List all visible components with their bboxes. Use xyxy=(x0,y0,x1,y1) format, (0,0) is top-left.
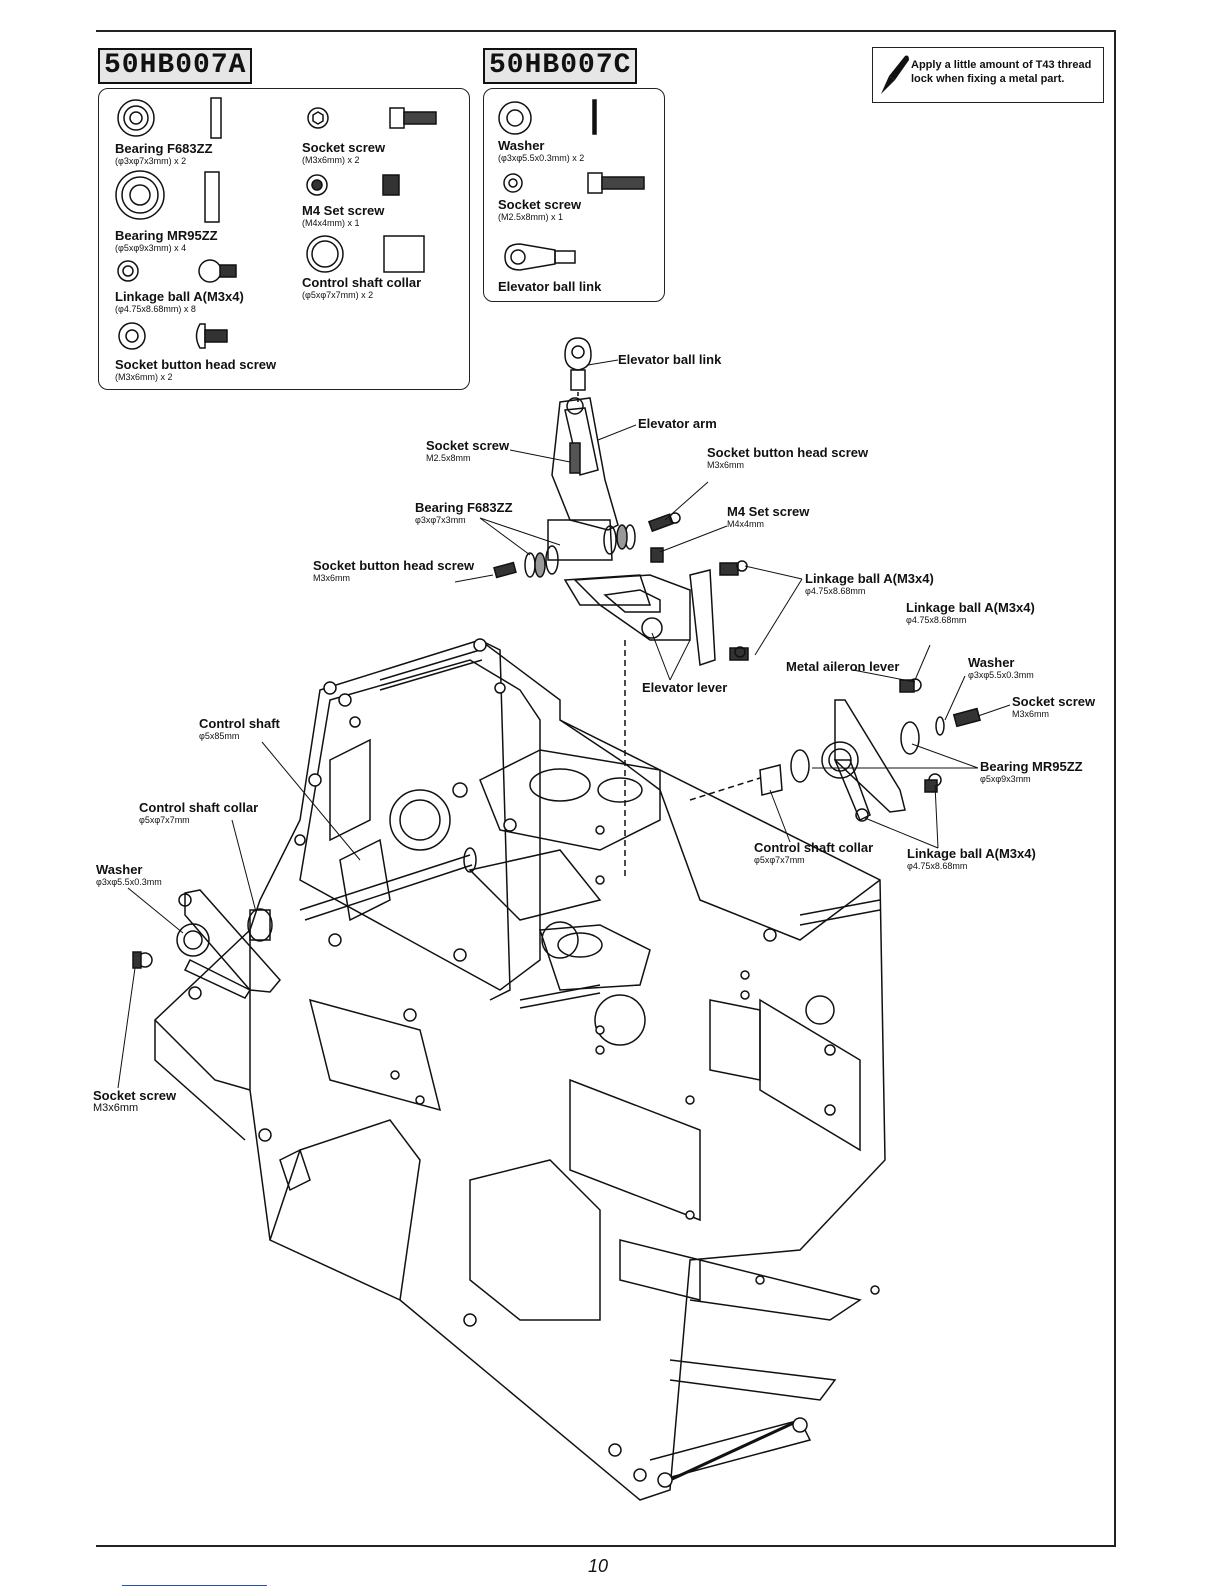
kit-a-part-spec: (φ3xφ7x3mm) x 2 xyxy=(115,156,187,166)
center-block xyxy=(479,749,661,991)
kit-a-part-spec: (M3x6mm) x 2 xyxy=(302,155,360,165)
callout-label: M4 Set screw xyxy=(727,504,810,519)
kit-c-part-name: Washer xyxy=(498,138,545,153)
kit-a-part-name: Socket screw xyxy=(302,140,386,155)
callout-label: Control shaft collar xyxy=(754,840,874,855)
top-rule xyxy=(96,30,1116,32)
kit-code-c: 50HB007C xyxy=(483,48,638,84)
callout-label: Washer xyxy=(96,862,143,877)
right-rule xyxy=(1114,30,1116,1545)
callout-spec: M3x6mm xyxy=(1012,709,1050,719)
left-aileron-lever-part xyxy=(132,889,281,1000)
callout-spec: M3x6mm xyxy=(313,573,351,583)
linkage-ball-icon xyxy=(117,259,237,283)
callout-label: Elevator ball link xyxy=(618,352,722,367)
elevator-ball-link-part xyxy=(564,337,592,391)
callout-spec: φ4.75x8.68mm xyxy=(906,615,967,625)
callout-label: Linkage ball A(M3x4) xyxy=(906,600,1035,615)
callout-label: Linkage ball A(M3x4) xyxy=(907,846,1036,861)
kit-a-part-name: Socket button head screw xyxy=(115,357,277,372)
note-text: Apply a little amount of T43 thread lock… xyxy=(911,59,1092,85)
callout-spec: φ5xφ7x7mm xyxy=(139,815,190,825)
callout-label: Socket screw xyxy=(1012,694,1096,709)
callout-label: Elevator arm xyxy=(638,416,717,431)
kit-a-part-spec: (M4x4mm) x 1 xyxy=(302,218,360,228)
callout-spec: φ3xφ5.5x0.3mm xyxy=(96,877,162,887)
kit-a-part-spec: (φ5xφ9x3mm) x 4 xyxy=(115,243,187,253)
kit-a-part-spec: (M3x6mm) x 2 xyxy=(115,372,173,382)
dropper-icon xyxy=(881,55,909,94)
main-frame xyxy=(154,639,886,1501)
callout-label: Bearing F683ZZ xyxy=(415,500,513,515)
kit-a-part-name: Bearing F683ZZ xyxy=(115,141,213,156)
kit-code-a: 50HB007A xyxy=(98,48,253,84)
kit-a-box xyxy=(98,88,470,390)
bearing-f683zz-icon xyxy=(117,97,222,139)
control-shaft-collar-icon xyxy=(306,235,425,273)
kit-a-part-name: Control shaft collar xyxy=(302,275,422,290)
metal-aileron-lever-part xyxy=(821,678,942,822)
callout-label: Control shaft xyxy=(199,716,280,731)
kit-a-part-spec: (φ5xφ7x7mm) x 2 xyxy=(302,290,374,300)
thread-lock-note: Apply a little amount of T43 thread lock… xyxy=(872,47,1104,103)
kit-a-part-name: Bearing MR95ZZ xyxy=(115,228,218,243)
control-shaft-part xyxy=(299,649,881,1009)
callout-label: Bearing MR95ZZ xyxy=(980,759,1083,774)
socket-screw-m2-5x8-icon xyxy=(503,172,645,194)
kit-c-box xyxy=(483,88,665,302)
callout-spec: φ3xφ5.5x0.3mm xyxy=(968,670,1034,680)
page-number: 10 xyxy=(588,1556,609,1576)
kit-c-part-spec: (M2.5x8mm) x 1 xyxy=(498,212,564,222)
socket-button-head-screw-icon xyxy=(118,322,228,350)
callout-label: Socket button head screw xyxy=(707,445,869,460)
callout-spec: φ5xφ7x7mm xyxy=(754,855,805,865)
set-screw-icon xyxy=(306,174,400,196)
callout-spec: M4x4mm xyxy=(727,519,765,529)
kit-c-part-spec: (φ3xφ5.5x0.3mm) x 2 xyxy=(498,153,585,163)
callout-label: Linkage ball A(M3x4) xyxy=(805,571,934,586)
callout-spec: φ3xφ7x3mm xyxy=(415,515,466,525)
callout-label: Socket button head screw xyxy=(313,558,475,573)
callout-spec: φ5xφ9x3mm xyxy=(980,774,1031,784)
callout-spec: φ5x85mm xyxy=(199,731,240,741)
bottom-rule xyxy=(96,1545,1116,1547)
callout-spec: φ4.75x8.68mm xyxy=(805,586,866,596)
callout-label: Elevator lever xyxy=(642,680,728,695)
callout-spec: φ4.75x8.68mm xyxy=(907,861,968,871)
elevator-ball-link-icon xyxy=(504,243,576,271)
elevator-lever-part xyxy=(573,560,749,667)
kit-c-part-name: Socket screw xyxy=(498,197,582,212)
callout-label: Socket screw xyxy=(426,438,510,453)
callout-label: Socket screw xyxy=(93,1088,177,1103)
bearing-mr95zz-icon xyxy=(115,170,220,223)
callout-label: Metal aileron lever xyxy=(786,659,900,674)
washer-icon xyxy=(498,99,597,135)
kit-a-part-name: Linkage ball A(M3x4) xyxy=(115,289,244,304)
kit-a-part-spec: (φ4.75x8.68mm) x 8 xyxy=(115,304,196,314)
elevator-arm-part xyxy=(545,397,619,575)
kit-a-part-name: M4 Set screw xyxy=(302,203,385,218)
callout-spec: M2.5x8mm xyxy=(426,453,471,463)
kit-c-part-name: Elevator ball link xyxy=(498,279,602,294)
callout-label: Washer xyxy=(968,655,1015,670)
callout-spec: M3x6mm xyxy=(707,460,745,470)
callout-spec: M3x6mm xyxy=(93,1102,139,1114)
callout-label: Control shaft collar xyxy=(139,800,259,815)
socket-screw-m3x6-icon xyxy=(307,107,437,129)
